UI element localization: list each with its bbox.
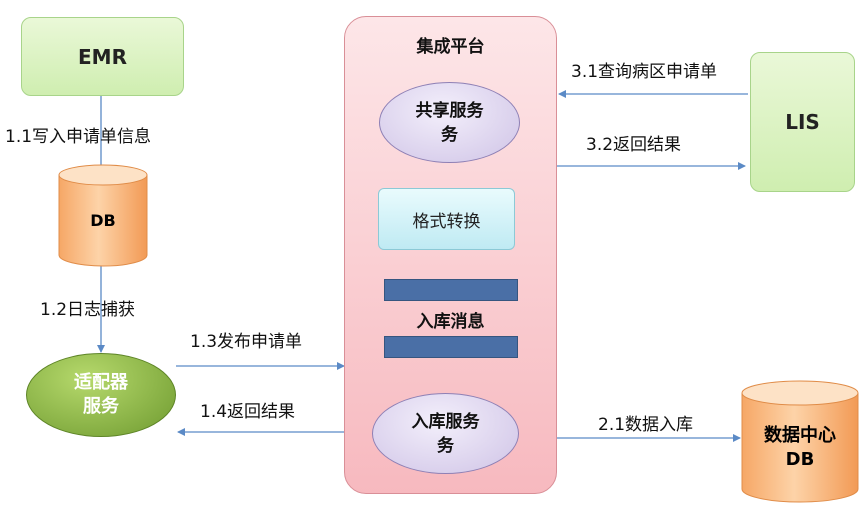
format-convert-label: 格式转换 (412, 211, 481, 232)
adapter-line2: 服务 (83, 396, 119, 417)
shared-service-line1: 共享服务 (415, 100, 484, 121)
label-3-1: 3.1查询病区申请单 (571, 62, 718, 82)
label-1-3: 1.3发布申请单 (190, 332, 303, 352)
shared-service: 共享服务 务 (379, 82, 520, 163)
datacenter-db-label: 数据中心 DB (741, 418, 859, 478)
shared-service-line2: 务 (441, 124, 458, 145)
db-cylinder-datacenter (741, 380, 859, 503)
ingest-message-label: 入库消息 (416, 312, 485, 332)
db-left-text: DB (90, 210, 116, 230)
format-convert-box: 格式转换 (378, 188, 515, 250)
lis-box: LIS (750, 52, 855, 192)
ingest-service-line2: 务 (437, 435, 454, 456)
lis-label: LIS (785, 110, 820, 134)
ingest-queue-bar-bottom (384, 336, 518, 358)
datacenter-line2: DB (785, 449, 815, 470)
label-3-2: 3.2返回结果 (586, 135, 682, 155)
platform-title: 集成平台 (416, 37, 485, 57)
adapter-service: 适配器 服务 (26, 353, 176, 437)
ingest-service: 入库服务 务 (372, 393, 519, 474)
ingest-service-line1: 入库服务 (411, 411, 480, 432)
label-1-1: 1.1写入申请单信息 (5, 127, 152, 147)
datacenter-line1: 数据中心 (764, 425, 836, 446)
emr-label: EMR (78, 44, 127, 69)
adapter-line1: 适配器 (74, 372, 128, 393)
label-2-1: 2.1数据入库 (598, 415, 694, 435)
db-left-label: DB (58, 200, 148, 240)
ingest-queue-bar-top (384, 279, 518, 301)
emr-box: EMR (21, 17, 184, 96)
label-1-4: 1.4返回结果 (200, 402, 296, 422)
label-1-2: 1.2日志捕获 (40, 300, 136, 320)
db-cylinder-left (58, 164, 148, 267)
